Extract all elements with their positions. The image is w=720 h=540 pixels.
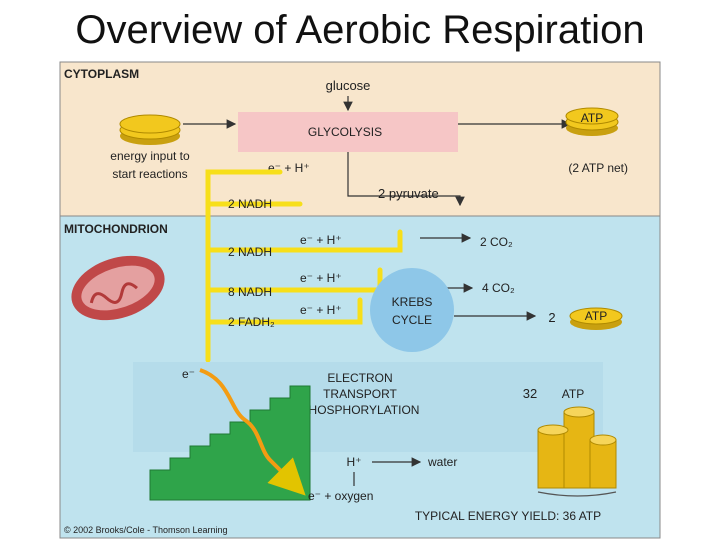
krebs-atp-count: 2 <box>548 310 555 325</box>
energy-input-coins-icon <box>119 114 181 145</box>
etp-label-1: ELECTRON <box>327 371 392 385</box>
glycolysis-box <box>238 112 458 152</box>
yield-brace <box>537 491 617 497</box>
electron-carrier-paths <box>205 169 403 363</box>
etp-atp-label: ATP <box>562 387 584 401</box>
etp-label-2: TRANSPORT <box>323 387 397 401</box>
copyright-label: © 2002 Brooks/Cole - Thomson Learning <box>64 525 228 535</box>
co2-label-2: 4 CO₂ <box>482 281 515 295</box>
pyruvate-arrow <box>347 152 465 207</box>
fadh2-label: 2 FADH₂ <box>228 315 275 329</box>
etp-atp-count: 32 <box>523 386 537 401</box>
nadh-glycolysis-label: 2 NADH <box>228 197 272 211</box>
cytoplasm-label: CYTOPLASM <box>64 67 139 81</box>
energy-input-label-1: energy input to <box>110 149 190 163</box>
etp-label-3: PHOSPHORYLATION <box>301 403 420 417</box>
typical-yield-label: TYPICAL ENERGY YIELD: 36 ATP <box>415 509 601 523</box>
h-plus-label: H⁺ <box>347 455 362 469</box>
glycolysis-label: GLYCOLYSIS <box>308 125 382 139</box>
krebs-label-1: KREBS <box>392 295 433 309</box>
water-label: water <box>427 455 457 469</box>
glucose-label: glucose <box>326 78 371 93</box>
nadh-8-label: 8 NADH <box>228 285 272 299</box>
pyruvate-label: 2 pyruvate <box>378 186 439 201</box>
co2-label-1: 2 CO₂ <box>480 235 513 249</box>
energy-input-label-2: start reactions <box>112 167 187 181</box>
e-h-label-3: e⁻ + H⁺ <box>300 303 342 317</box>
atp-top-coins-icon <box>565 107 619 136</box>
krebs-atp-coins-icon <box>569 307 623 330</box>
mitochondrion-label: MITOCHONDRION <box>64 222 168 236</box>
krebs-label-2: CYCLE <box>392 313 432 327</box>
e-oxygen-label: e⁻ + oxygen <box>308 489 373 503</box>
e-minus-label: e⁻ <box>182 367 195 381</box>
electron-fall-arrow <box>199 368 306 496</box>
atp-net-label: (2 ATP net) <box>568 161 628 175</box>
atp-coin-stacks-icon <box>537 406 617 489</box>
atp-top-label: ATP <box>581 111 603 125</box>
e-h-label-1: e⁻ + H⁺ <box>300 233 342 247</box>
page-title: Overview of Aerobic Respiration <box>75 8 645 52</box>
krebs-atp-label: ATP <box>585 309 607 323</box>
mitochondrion-icon <box>71 255 165 321</box>
e-h-label-2: e⁻ + H⁺ <box>300 271 342 285</box>
krebs-cycle-circle <box>370 268 454 352</box>
nadh-mito-label: 2 NADH <box>228 245 272 259</box>
